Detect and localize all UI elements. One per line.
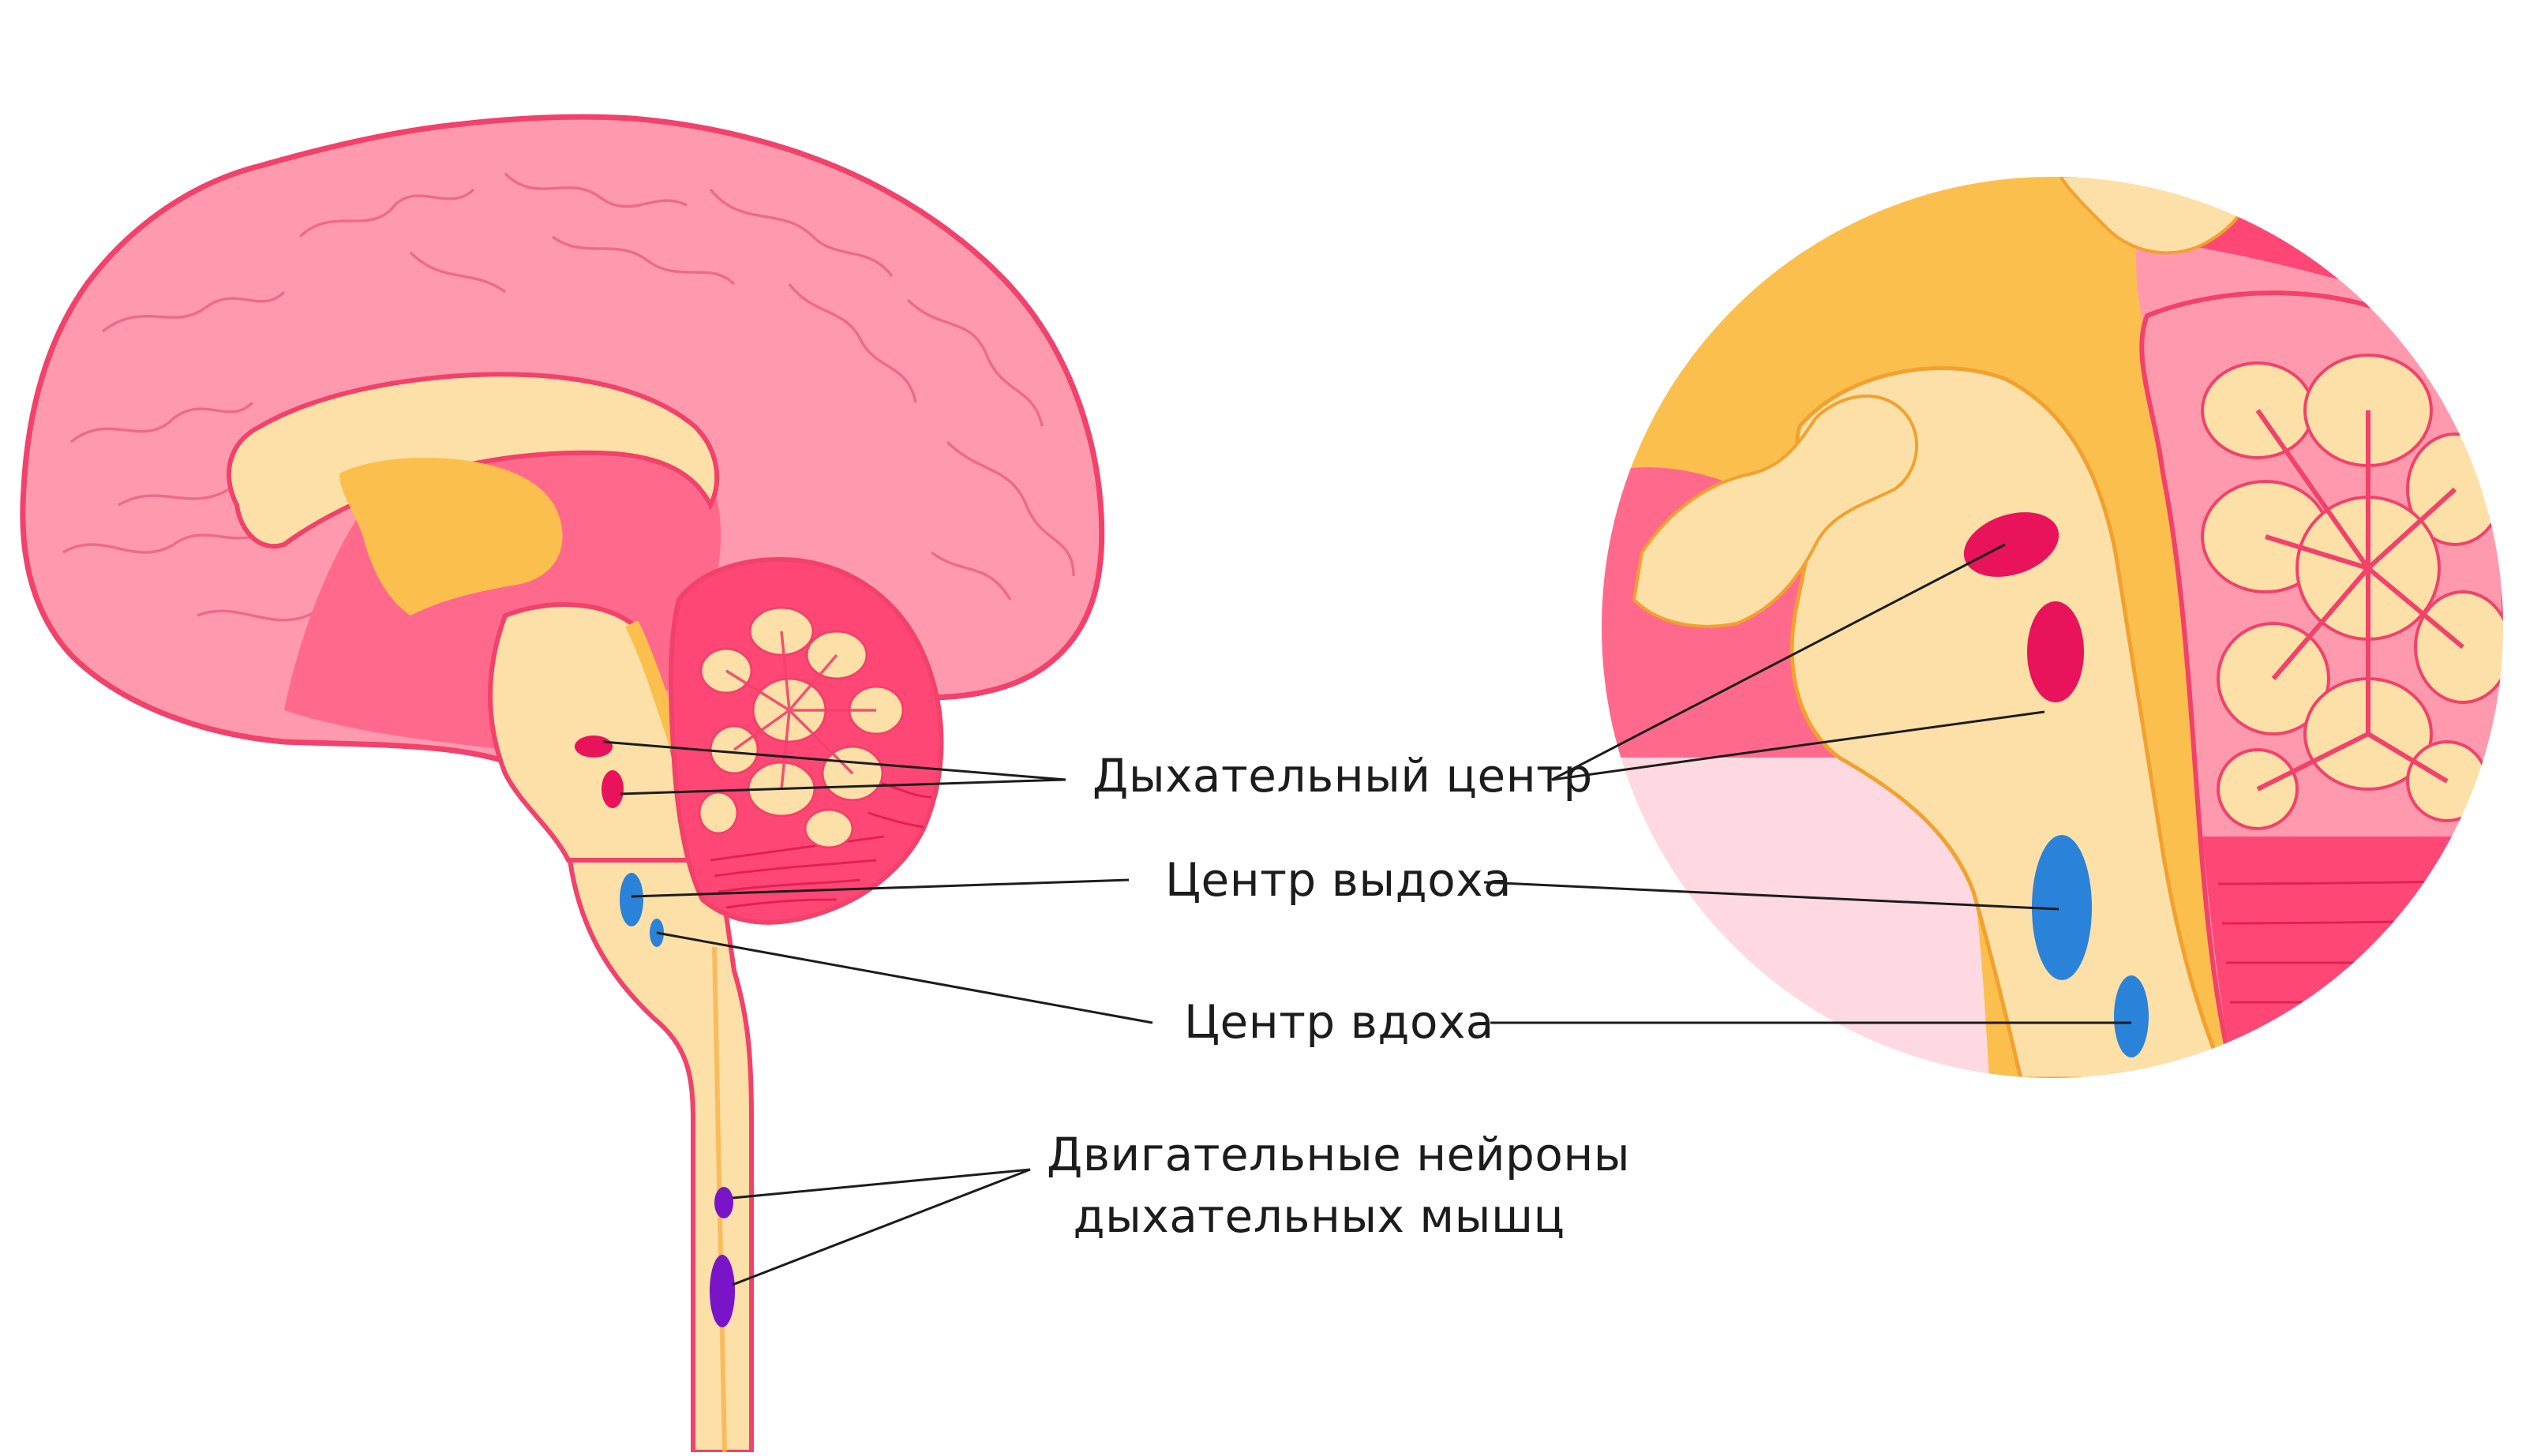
label-expiration-center: Центр выдоха xyxy=(1165,853,1512,907)
zoom-expiration-center xyxy=(2032,835,2092,980)
respiratory-center-lower xyxy=(602,770,624,808)
label-motor-neurons-line1: Двигательные нейроны xyxy=(1047,1128,1631,1181)
label-inspiration-center: Центр вдоха xyxy=(1184,995,1494,1049)
zoom-circle-border xyxy=(1600,175,2505,1080)
gyri-lines xyxy=(62,172,1075,622)
label-motor-neurons-line2: дыхательных мышц xyxy=(1073,1189,1565,1244)
spinal-cord xyxy=(567,858,754,1454)
expiration-center-marker xyxy=(620,873,643,926)
zoom-detail xyxy=(1601,176,2504,1079)
zoom-brainstem xyxy=(1790,366,2229,1079)
cerebellum-folia-lines xyxy=(710,780,932,909)
zoom-respiratory-center-upper xyxy=(1963,512,2059,577)
label-respiratory-center: Дыхательный центр xyxy=(1092,749,1593,803)
motor-neuron-upper xyxy=(714,1187,733,1218)
zoom-inspiration-center xyxy=(2114,975,2149,1057)
brain-sagittal xyxy=(20,114,1105,1454)
motor-neuron-lower xyxy=(710,1255,735,1327)
label-motor-neurons: Двигательные нейроны дыхательных мышц xyxy=(1047,1124,1631,1248)
respiratory-center-upper xyxy=(575,735,613,758)
zoom-respiratory-center-lower xyxy=(2027,601,2084,702)
thalamus xyxy=(339,458,563,616)
leader-lines xyxy=(602,543,2131,1286)
